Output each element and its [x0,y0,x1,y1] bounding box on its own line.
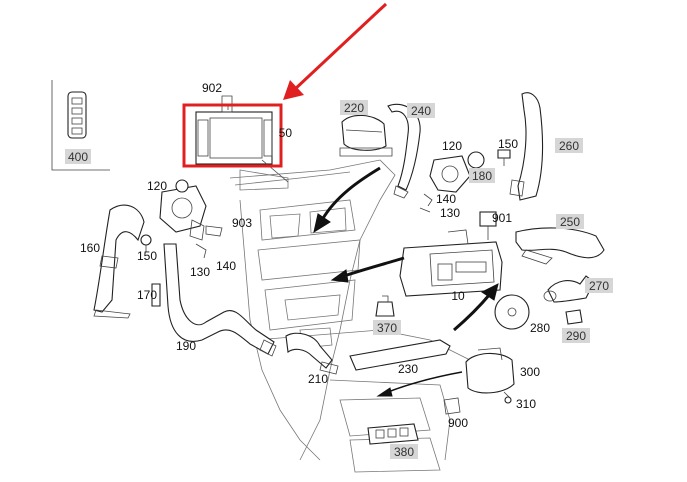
label-box-290 [562,328,590,343]
part-280-disc [494,294,530,330]
part-210-duct [285,332,339,375]
label-box-180 [469,168,495,183]
callout-902: 902 [202,81,222,95]
callout-140-right: 140 [436,192,456,206]
callout-270: 270 [589,279,609,293]
callout-900: 900 [448,416,468,430]
part-400-key [51,80,110,171]
callout-220: 220 [344,101,364,115]
callout-120-right: 120 [442,139,462,153]
dashboard-outline [229,159,471,473]
part-170-clip [151,283,161,307]
callout-170: 170 [137,288,157,302]
part-380-switch-panel [367,423,419,445]
callout-150-right: 150 [498,137,518,151]
callout-300: 300 [520,365,540,379]
label-box-220 [340,100,368,115]
callout-290: 290 [566,329,586,343]
callout-50: 50 [279,126,293,140]
callout-180: 180 [472,169,492,183]
part-290-card [565,309,583,325]
callout-260: 260 [559,139,579,153]
callout-230: 230 [398,362,418,376]
label-box-400 [65,149,91,164]
label-box-270 [585,278,613,293]
callout-10: 10 [451,289,465,303]
callout-400: 400 [68,150,88,164]
callout-150-left: 150 [137,249,157,263]
label-box-380 [390,444,418,459]
part-230-trim [349,339,451,371]
callout-901: 901 [492,211,512,225]
part-240-tube [387,103,421,199]
callout-120-left: 120 [147,179,167,193]
assembly-arrow-vents [313,166,381,234]
label-box-240 [407,103,435,118]
part-160-duct [93,204,145,319]
assembly-arrow-console [376,371,463,397]
label-box-250 [556,214,584,229]
part-120-blower-left [159,179,223,259]
callout-280: 280 [530,321,550,335]
part-220-duct [339,114,393,157]
callout-310: 310 [516,397,536,411]
part-250-duct [515,227,605,265]
part-260-duct [509,92,544,201]
callout-160: 160 [80,241,100,255]
callout-250: 250 [560,215,580,229]
part-120-blower-right [419,149,511,213]
callout-190: 190 [176,339,196,353]
callout-130-left: 130 [190,265,210,279]
label-box-370 [373,320,401,335]
part-370-connector [375,295,395,317]
part-150-screw-left [140,234,152,252]
part-50-display [195,95,289,183]
callout-140-left: 140 [216,259,236,273]
assembly-arrow-module [453,283,499,332]
callout-380: 380 [394,445,414,459]
part-10-head-unit [399,211,503,297]
callout-210: 210 [308,372,328,386]
callout-370: 370 [377,321,397,335]
part-190-duct [163,243,277,357]
label-box-260 [555,138,583,153]
highlight-box [182,103,283,168]
callout-240: 240 [411,104,431,118]
callout-903: 903 [232,216,252,230]
assembly-arrow-head-unit [330,256,405,283]
highlight-arrow [283,2,388,100]
part-300-module [443,347,515,415]
callout-130-right: 130 [440,206,460,220]
